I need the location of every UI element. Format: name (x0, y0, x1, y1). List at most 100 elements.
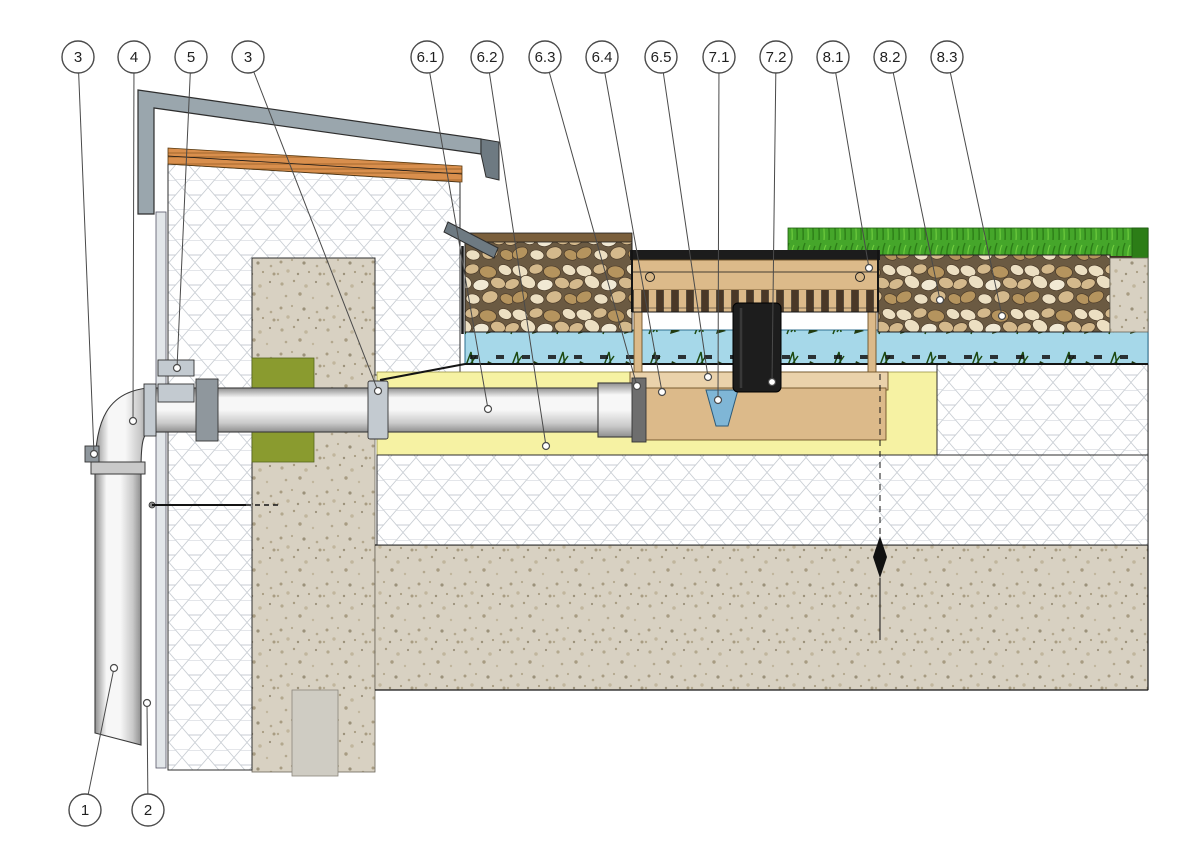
drainage-water-layer (379, 329, 1149, 381)
leader-line (488, 72, 547, 447)
leader-dot (864, 263, 874, 273)
leader-dot (109, 663, 119, 673)
facade-cladding (155, 211, 167, 769)
callout-label: 6.4 (592, 49, 613, 66)
callout-label: 8.1 (823, 49, 844, 66)
leader-line (771, 72, 777, 383)
callout-label: 8.2 (880, 49, 901, 66)
leader-dot (89, 449, 99, 459)
callout-2: 2 (131, 698, 165, 827)
callout-7.2: 7.2 (759, 40, 793, 387)
leader-dot (128, 416, 138, 426)
callout-4: 4 (117, 40, 151, 426)
callout-label: 6.1 (417, 49, 438, 66)
callout-label: 6.2 (477, 49, 498, 66)
roof-slab (374, 228, 1149, 691)
callout-6.5: 6.5 (644, 40, 713, 382)
callout-label: 3 (74, 49, 82, 66)
callout-1: 1 (68, 663, 119, 827)
insulation-band (376, 363, 1149, 546)
callout-6.2: 6.2 (470, 40, 551, 451)
leader-dot (541, 441, 551, 451)
callout-bubble (174, 40, 208, 74)
leader-dot (172, 363, 182, 373)
callout-label: 7.1 (709, 49, 730, 66)
leader-line (717, 72, 720, 401)
callout-bubble (930, 40, 964, 74)
callout-5: 5 (172, 40, 208, 373)
callout-bubble (585, 40, 619, 74)
wall-bracket-lower (157, 383, 195, 403)
callout-6.1: 6.1 (410, 40, 493, 414)
callout-7.1: 7.1 (702, 40, 736, 405)
callout-label: 3 (244, 49, 252, 66)
parapet-coping (137, 89, 500, 215)
callout-3: 3 (231, 40, 383, 396)
callout-label: 6.5 (651, 49, 672, 66)
callout-8.2: 8.2 (873, 40, 945, 305)
downpipe-elbow (84, 383, 157, 475)
callout-3: 3 (61, 40, 99, 459)
leader-line (176, 72, 191, 369)
leader-dot (935, 295, 945, 305)
leader-line (132, 72, 135, 422)
downpipe (94, 473, 142, 746)
leader-line (604, 72, 663, 393)
leader-line (78, 72, 95, 455)
leader-line (892, 72, 941, 301)
leader-line (146, 702, 149, 795)
callout-label: 7.2 (766, 49, 787, 66)
leader-dot (997, 311, 1007, 321)
callout-bubble (410, 40, 444, 74)
leader-dot (373, 386, 383, 396)
callout-bubble (61, 40, 95, 74)
leader-dot (713, 395, 723, 405)
callout-bubble (759, 40, 793, 74)
leader-dot (703, 372, 713, 382)
leader-dot (483, 404, 493, 414)
callout-bubble (873, 40, 907, 74)
leader-line (87, 667, 115, 795)
callout-label: 8.3 (937, 49, 958, 66)
callout-label: 6.3 (535, 49, 556, 66)
leader-line (949, 72, 1003, 317)
callout-8.1: 8.1 (816, 40, 874, 273)
drain-body (629, 371, 889, 441)
box-screw-right (855, 272, 865, 282)
leader-line (253, 71, 379, 392)
callout-bubble (470, 40, 504, 74)
concrete-wall (251, 257, 376, 777)
callout-bubble (117, 40, 151, 74)
leader-dot (142, 698, 152, 708)
horizontal-drain-pipe (145, 359, 647, 443)
leader-dot (767, 377, 777, 387)
leader-line (548, 72, 638, 387)
callout-bubble (68, 793, 102, 827)
leader-line (835, 72, 870, 269)
callout-label: 5 (187, 49, 195, 66)
callout-label: 2 (144, 802, 152, 819)
callout-6.4: 6.4 (585, 40, 667, 397)
drain-inspection-box (630, 250, 880, 375)
wood-blocking (167, 147, 463, 183)
leader-line (662, 72, 709, 378)
callouts-layer: 3 4 5 3 6.1 6.2 6.3 6.4 6.5 7.1 7.2 8.1 8.2 8.3 1 2 (61, 40, 1007, 827)
leader-line (429, 72, 489, 410)
callout-bubble (231, 40, 265, 74)
callout-6.3: 6.3 (528, 40, 642, 391)
pipe-clamp (367, 380, 389, 440)
callout-bubble (528, 40, 562, 74)
callout-bubble (702, 40, 736, 74)
callout-label: 1 (81, 802, 89, 819)
expansion-joint (873, 374, 887, 640)
callout-bubble (644, 40, 678, 74)
box-screw-left (645, 272, 655, 282)
callout-8.3: 8.3 (930, 40, 1007, 321)
leader-dot (632, 381, 642, 391)
callout-bubble (131, 793, 165, 827)
anchor-rod (148, 501, 282, 509)
leader-dot (657, 387, 667, 397)
callout-bubble (816, 40, 850, 74)
drain-extension-pipe (732, 302, 782, 393)
